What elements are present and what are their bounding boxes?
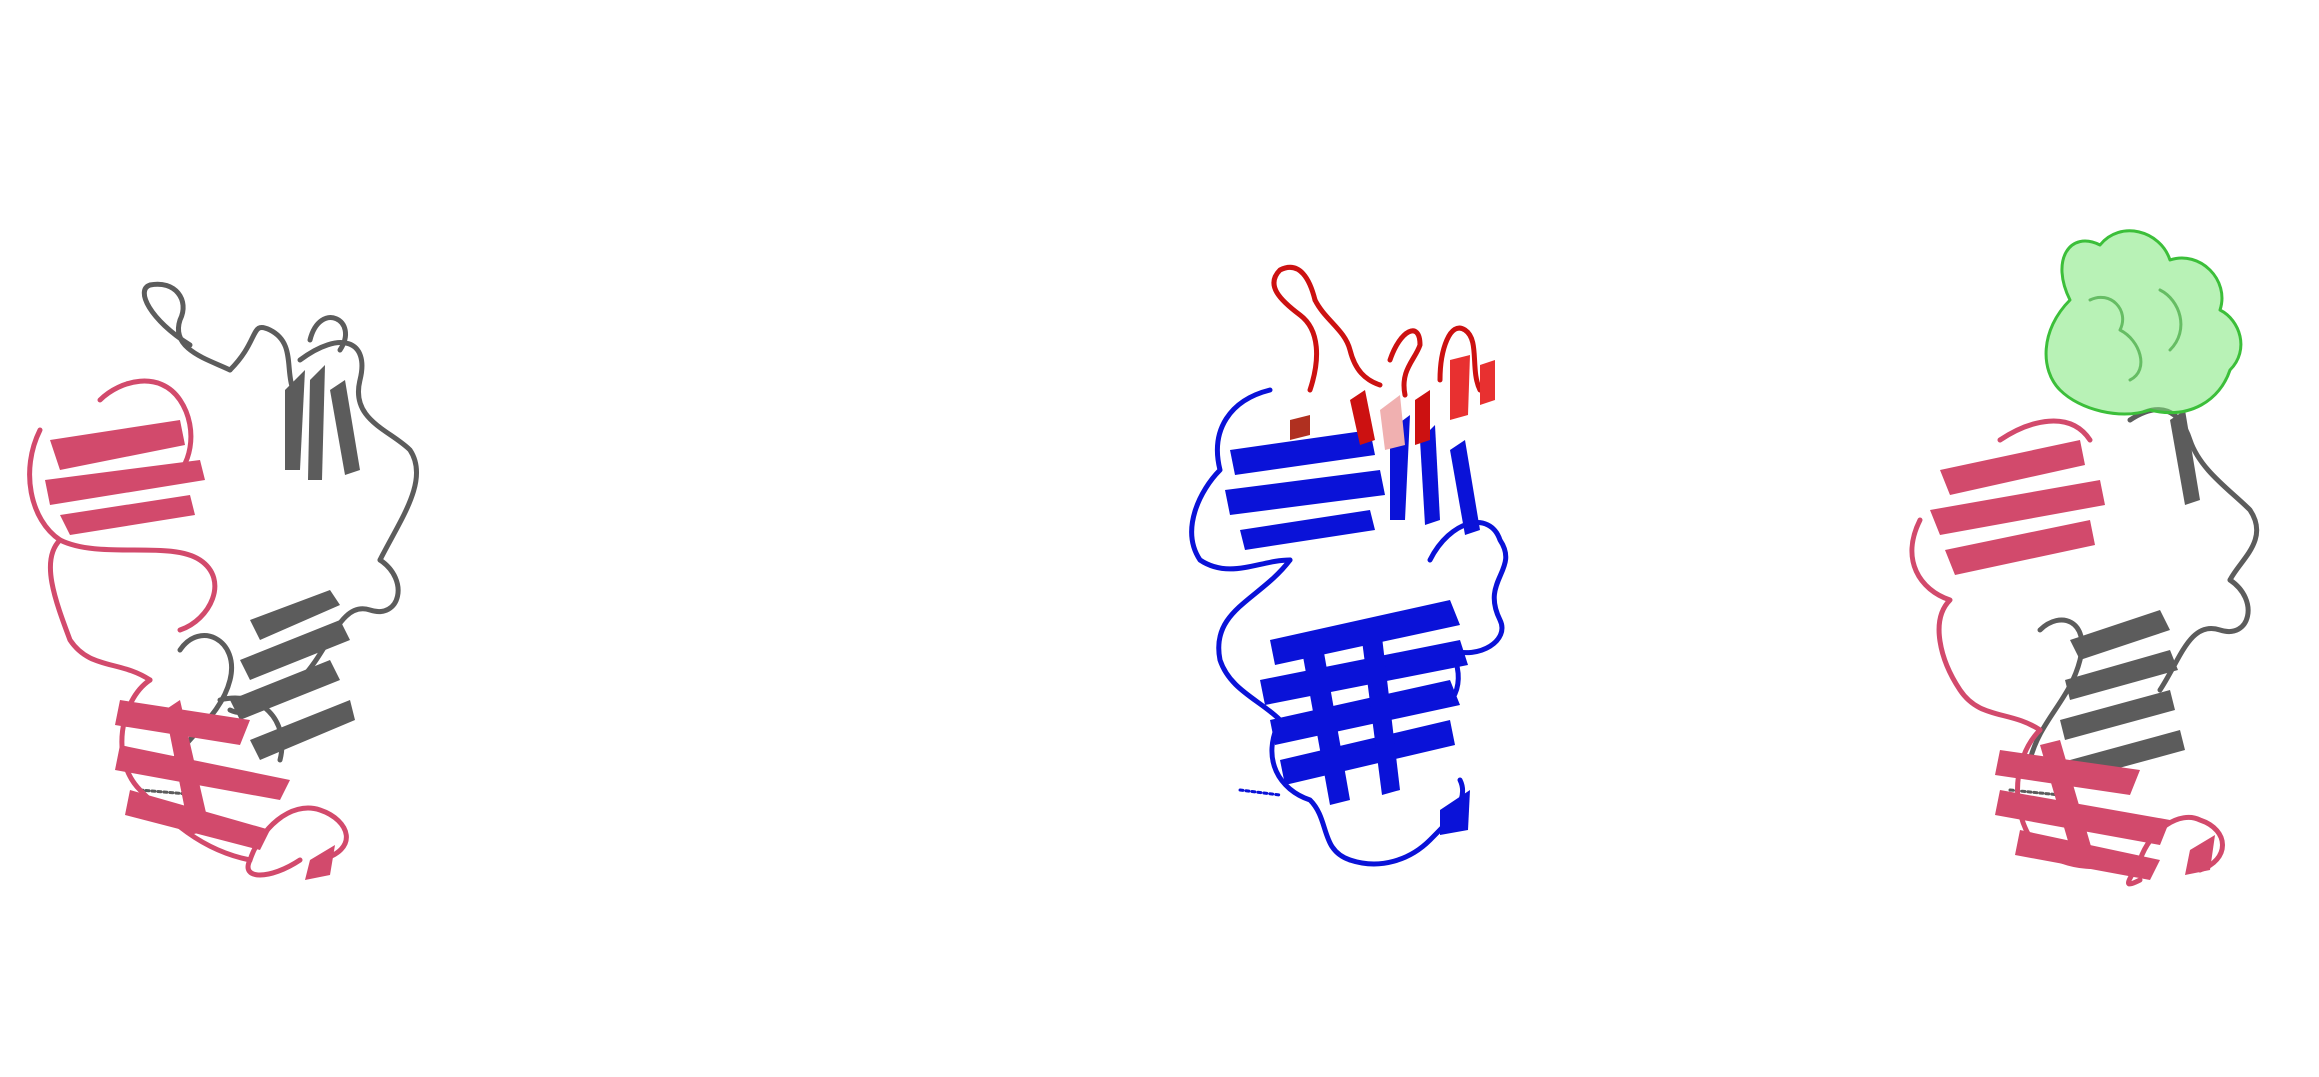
middle-structure-graphic — [1189, 264, 1509, 867]
right-structure-panel — [1900, 0, 2319, 1077]
middle-structure-panel — [1150, 0, 1590, 1077]
middle-blue-sheets — [1225, 415, 1480, 835]
right-green-surface — [2044, 229, 2243, 416]
right-structure-graphic — [1909, 229, 2260, 887]
left-pink-sheets — [45, 420, 335, 880]
left-structure-panel — [0, 0, 520, 1077]
left-grey-sheets — [230, 365, 360, 760]
middle-red-sheets — [1290, 355, 1495, 450]
middle-red-region — [1271, 264, 1483, 398]
right-pink-sheets — [1930, 440, 2215, 880]
left-structure-graphic — [27, 281, 420, 880]
